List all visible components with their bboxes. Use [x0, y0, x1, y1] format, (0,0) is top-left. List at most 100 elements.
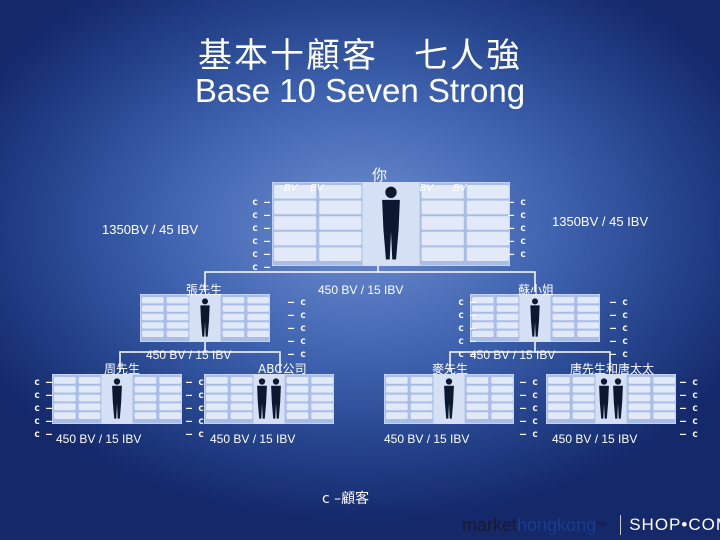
- customer-mark: – c: [610, 297, 629, 308]
- box-top-person-icon: [382, 186, 400, 260]
- customer-mark: – c: [186, 390, 205, 401]
- abc-customers: – c – c – c – c – c: [186, 376, 204, 441]
- zhou-member-box: [51, 373, 183, 425]
- box-l2-0-person-icon: [112, 378, 122, 419]
- brand-part-market: market: [462, 514, 518, 535]
- customer-mark: c –: [252, 197, 271, 208]
- su-customers-right: – c – c – c – c – c: [610, 296, 628, 361]
- zhang-member-box: [139, 293, 271, 343]
- legend-customer: c –顧客: [322, 491, 370, 507]
- customer-mark: c –: [34, 403, 53, 414]
- customer-mark: – c: [520, 390, 539, 401]
- customer-mark: – c: [610, 336, 629, 347]
- connector-zhang-abc: [205, 351, 281, 372]
- zhou-name: 周先生: [104, 362, 141, 376]
- customer-mark: c –: [458, 349, 477, 360]
- customer-mark: – c: [186, 377, 205, 388]
- customer-mark: – c: [508, 210, 527, 221]
- box-l2-3-person-icon-1: [599, 378, 609, 419]
- box-l1-1-person-icon: [530, 298, 540, 337]
- customer-mark: – c: [508, 197, 527, 208]
- customer-mark: – c: [520, 377, 539, 388]
- zhang-name: 張先生: [186, 283, 223, 297]
- customer-mark: c –: [458, 310, 477, 321]
- zhou-bv-label: 450 BV / 15 IBV: [56, 432, 142, 446]
- customer-mark: – c: [288, 297, 307, 308]
- box-l2-2-person-icon: [444, 378, 454, 419]
- zhang-bv-label: 450 BV / 15 IBV: [146, 348, 232, 362]
- title-english: Base 10 Seven Strong: [194, 72, 526, 109]
- top-right-customers: – c– c– c– c– c: [508, 196, 526, 261]
- customer-mark: c –: [252, 262, 271, 273]
- customer-mark: – c: [680, 429, 699, 440]
- customer-mark: – c: [186, 416, 205, 427]
- connector-top-right: [378, 271, 536, 292]
- top-member-name: 你: [372, 166, 388, 184]
- customer-mark: – c: [680, 416, 699, 427]
- abc-bv-label: 450 BV / 15 IBV: [210, 432, 296, 446]
- customer-mark: – c: [680, 390, 699, 401]
- customer-mark: c –: [252, 236, 271, 247]
- customer-mark: c –: [34, 416, 53, 427]
- customer-mark: – c: [520, 416, 539, 427]
- top-left-bv-label: 1350BV / 45 IBV: [102, 222, 199, 237]
- brand-part-shopcom: SHOP•COM: [629, 515, 720, 534]
- brand-part-hongkong: hongkong: [517, 514, 597, 535]
- su-member-box: [469, 293, 601, 343]
- customer-mark: c –: [34, 390, 53, 401]
- box-l2-1-person-icon-1: [257, 378, 267, 419]
- customer-mark: – c: [520, 429, 539, 440]
- su-bv-label: 450 BV / 15 IBV: [470, 348, 556, 362]
- box-l2-1-person-icon-2: [271, 378, 281, 419]
- customer-mark: – c: [680, 403, 699, 414]
- tong-customers: – c– c– c– c– c: [680, 376, 698, 441]
- mak-member-box: [383, 373, 515, 425]
- customer-mark: c –: [34, 429, 53, 440]
- top-right-bv-label: 1350BV / 45 IBV: [552, 214, 649, 229]
- su-name: 蘇小姐: [518, 283, 555, 297]
- customer-mark: c –: [252, 249, 271, 260]
- title-chinese: 基本十顧客 七人強: [198, 36, 522, 76]
- customer-mark: – c: [508, 249, 527, 260]
- top-header-bv-1: BV: [283, 183, 298, 194]
- customer-mark: – c: [508, 223, 527, 234]
- level1-center-bv-label: 450 BV / 15 IBV: [318, 283, 404, 297]
- mak-name: 麥先生: [432, 362, 469, 376]
- customer-mark: c –: [252, 223, 271, 234]
- top-left-customers: c – c – c – c – c – c –: [252, 196, 270, 274]
- brand-separator: [620, 515, 622, 535]
- box-l1-0-person-icon: [200, 298, 210, 337]
- customer-mark: – c: [186, 403, 205, 414]
- box-l2-3-person-icon-2: [613, 378, 623, 419]
- customer-mark: c –: [252, 210, 271, 221]
- connector-su-tong: [535, 351, 611, 372]
- tong-bv-label: 450 BV / 15 IBV: [552, 432, 638, 446]
- customer-mark: – c: [288, 310, 307, 321]
- zhang-customers: – c – c – c – c – c: [288, 296, 306, 361]
- mak-bv-label: 450 BV / 15 IBV: [384, 432, 470, 446]
- tong-member-box: [545, 373, 677, 425]
- customer-mark: c –: [458, 336, 477, 347]
- top-header-bv-2: BV: [310, 183, 324, 194]
- tong-name: 唐先生和唐太太: [570, 362, 655, 376]
- customer-mark: – c: [610, 310, 629, 321]
- customer-mark: – c: [288, 336, 307, 347]
- brand-trademark: TM: [596, 521, 607, 529]
- su-customers-left: c –c –c –c –c –: [458, 296, 476, 361]
- customer-mark: – c: [186, 429, 205, 440]
- customer-mark: – c: [288, 323, 307, 334]
- connector-zhang-zhou: [119, 340, 206, 372]
- customer-mark: – c: [610, 323, 629, 334]
- top-header-bv-4: BV: [452, 183, 467, 194]
- abc-member-box: [203, 373, 335, 425]
- abc-name: ABC公司: [258, 362, 307, 376]
- mak-customers: – c – c – c – c – c: [520, 376, 538, 441]
- customer-mark: – c: [288, 349, 307, 360]
- customer-mark: – c: [610, 349, 629, 360]
- customer-mark: c –: [458, 297, 477, 308]
- customer-mark: – c: [520, 403, 539, 414]
- connector-su-mak: [449, 340, 536, 372]
- brand-logo: market hongkong TM SHOP•COM: [462, 512, 720, 538]
